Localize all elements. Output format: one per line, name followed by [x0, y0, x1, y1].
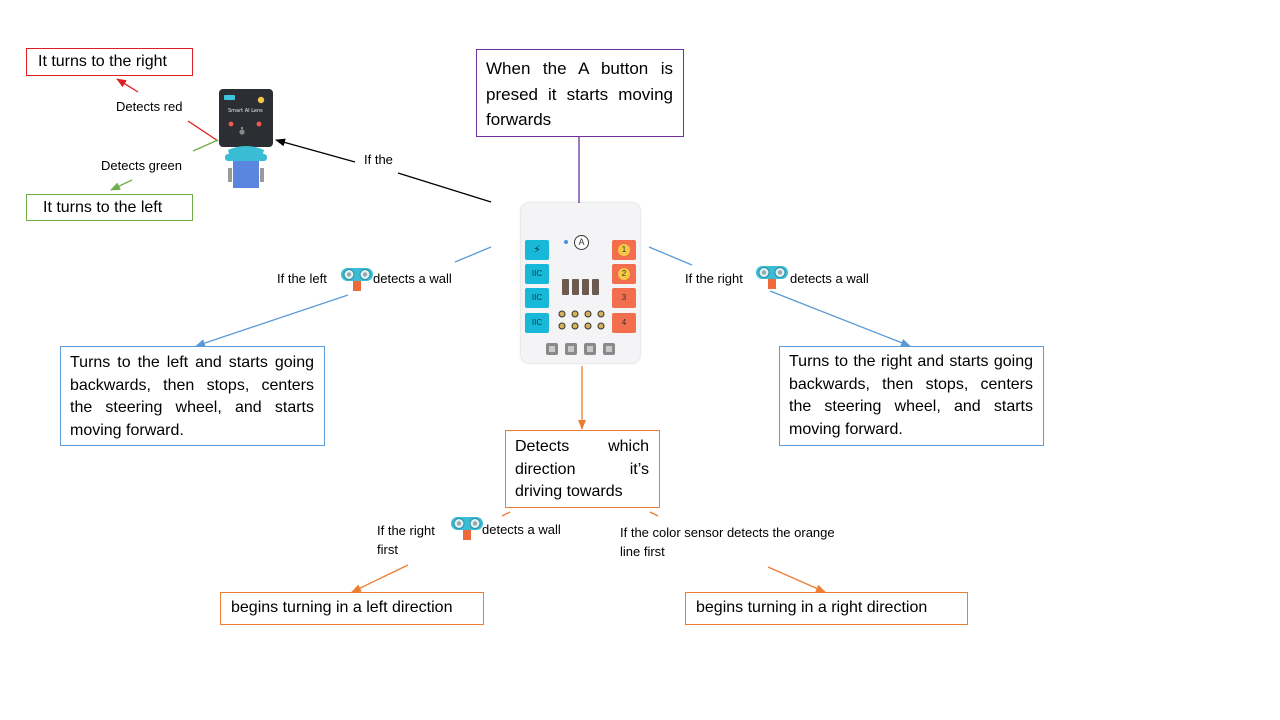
- arrow-blue-left-upper: [454, 246, 492, 263]
- camera-screen-text: Smart AI Lens: [228, 108, 263, 114]
- arrow-orange-right-upper: [649, 511, 659, 517]
- ultrasonic-sensor-icon: [756, 266, 788, 289]
- left-wall-action-box: Turns to the left and starts going backw…: [60, 346, 325, 446]
- arrow-blue-left-lower: [195, 294, 349, 347]
- left-wall-label-post: detects a wall: [373, 271, 452, 286]
- right-port-number: 2: [618, 268, 630, 280]
- detect-direction-box: Detects which direction it’s driving tow…: [505, 430, 660, 508]
- a-button-box: When the A button is presed it starts mo…: [476, 49, 684, 137]
- a-button-text: When the A button is presed it starts mo…: [486, 59, 673, 129]
- left-wall-action-text: Turns to the left and starts going backw…: [70, 354, 314, 440]
- arrow-blue-right-upper: [648, 246, 693, 266]
- turn-left-box: It turns to the left: [26, 194, 193, 221]
- left-port-iic: IIC: [525, 313, 549, 333]
- right-port-number: 1: [618, 244, 630, 256]
- ultrasonic-sensor-icon: [341, 268, 373, 291]
- arrow-red-upper: [116, 78, 139, 93]
- detects-green-label: Detects green: [101, 158, 182, 173]
- arrow-black-lower: [397, 172, 492, 203]
- right-port-1: 1: [612, 240, 636, 260]
- left-port-power: ⚡: [525, 240, 549, 260]
- smart-ai-lens-icon: Smart AI Lens: [218, 88, 274, 190]
- right-first-label-pre: If the right first: [377, 523, 435, 557]
- arrow-green-lower: [110, 179, 133, 191]
- if-the-label: If the: [364, 152, 393, 167]
- right-port-number: 3: [621, 293, 627, 302]
- right-wall-action-box: Turns to the right and starts going back…: [779, 346, 1044, 446]
- left-port-iic: IIC: [525, 288, 549, 308]
- arrow-orange-left-upper: [501, 511, 511, 517]
- right-wall-action-text: Turns to the right and starts going back…: [789, 353, 1033, 439]
- left-port-iic: IIC: [525, 264, 549, 284]
- turn-right-text: It turns to the right: [38, 53, 167, 70]
- right-port-2: 2: [612, 264, 636, 284]
- smart-ai-lens-graphic: [219, 89, 273, 188]
- arrow-green-upper: [192, 139, 219, 152]
- ultrasonic-sensor-icon: [451, 517, 483, 540]
- right-first-label-post: detects a wall: [482, 522, 561, 537]
- right-port-3: 3: [612, 288, 636, 308]
- status-led: [564, 240, 568, 244]
- arrow-red-lower: [187, 120, 219, 142]
- detects-red-label: Detects red: [116, 99, 183, 114]
- begin-left-box: begins turning in a left direction: [220, 592, 484, 625]
- turn-right-box: It turns to the right: [26, 48, 193, 76]
- begin-right-text: begins turning in a right direction: [696, 599, 928, 616]
- arrow-orange-left-lower: [351, 564, 409, 593]
- arrow-orange-right-lower: [767, 566, 826, 593]
- right-wall-label-pre: If the right: [685, 271, 743, 286]
- color-sensor-label: If the color sensor detects the orange l…: [620, 525, 835, 559]
- left-wall-label-pre: If the left: [277, 271, 327, 286]
- right-port-4: 4: [612, 313, 636, 333]
- begin-right-box: begins turning in a right direction: [685, 592, 968, 625]
- arrow-blue-right-lower: [769, 290, 911, 347]
- controller-board-icon: ⚡ IIC IIC IIC 1 2 3 4 A: [521, 203, 640, 363]
- turn-left-text: It turns to the left: [43, 199, 163, 216]
- board-connectors: [546, 279, 615, 355]
- begin-left-text: begins turning in a left direction: [231, 599, 453, 616]
- right-wall-label-post: detects a wall: [790, 271, 869, 286]
- detect-direction-text: Detects which direction it’s driving tow…: [515, 438, 649, 500]
- arrow-black-upper: [275, 138, 356, 163]
- a-button: A: [574, 235, 589, 250]
- right-port-number: 4: [621, 318, 627, 327]
